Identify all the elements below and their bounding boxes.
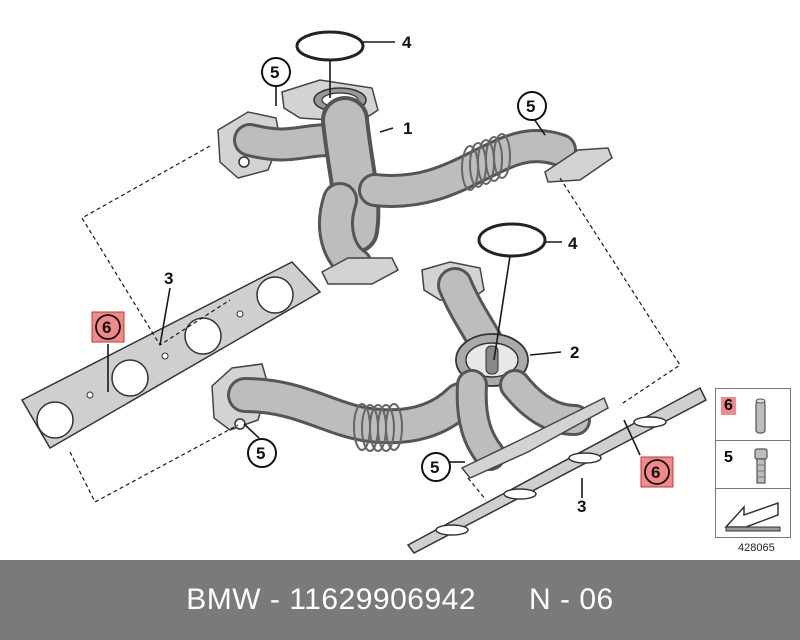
seal-ring-upper bbox=[295, 30, 365, 62]
reference-code: 428065 bbox=[738, 542, 775, 554]
callout-4-upper: 4 bbox=[402, 33, 412, 52]
legend-row-symbol bbox=[715, 488, 791, 538]
sleeve-icon bbox=[755, 398, 766, 434]
svg-text:4: 4 bbox=[568, 234, 578, 253]
callout-1: 1 bbox=[403, 119, 412, 138]
gasket-left bbox=[20, 261, 322, 450]
callout-3-right: 3 bbox=[577, 497, 586, 516]
arrow-plate-icon bbox=[724, 501, 781, 532]
callout-5-top-right: 5 bbox=[517, 91, 547, 121]
seal-ring-lower bbox=[477, 222, 547, 258]
footer-text: BMW - 11629906942 N - 06 bbox=[186, 583, 614, 616]
svg-text:6: 6 bbox=[102, 318, 111, 337]
callout-4-lower: 4 bbox=[568, 234, 578, 253]
svg-text:5: 5 bbox=[256, 444, 265, 463]
callout-5-bottom-mid: 5 bbox=[421, 452, 451, 482]
svg-text:3: 3 bbox=[577, 497, 586, 516]
svg-text:3: 3 bbox=[164, 269, 173, 288]
callout-5-top-left: 5 bbox=[261, 57, 291, 87]
legend-row-stud: 5 bbox=[715, 440, 791, 490]
legend-row-sleeve: 6 bbox=[715, 388, 791, 442]
callout-6-left: 6 bbox=[91, 311, 125, 343]
svg-text:4: 4 bbox=[402, 33, 412, 52]
svg-text:5: 5 bbox=[526, 97, 535, 116]
callout-6-right: 6 bbox=[640, 456, 674, 488]
callout-3-left: 3 bbox=[164, 269, 173, 288]
svg-text:5: 5 bbox=[430, 458, 439, 477]
exhaust-manifold-lower bbox=[211, 261, 609, 479]
part-number-footer: BMW - 11629906942 N - 06 bbox=[0, 560, 800, 640]
stud-icon bbox=[754, 448, 768, 484]
parts-legend-panel: 6 5 bbox=[715, 388, 791, 538]
exhaust-manifold-upper bbox=[217, 79, 613, 285]
legend-number-5: 5 bbox=[724, 449, 733, 466]
callout-2: 2 bbox=[570, 343, 579, 362]
exhaust-manifold-diagram: 1 2 3 3 4 4 5 5 5 5 6 6 bbox=[20, 30, 707, 554]
svg-text:6: 6 bbox=[651, 463, 660, 482]
gasket-right bbox=[406, 386, 707, 554]
legend-number-6: 6 bbox=[721, 397, 736, 415]
svg-text:1: 1 bbox=[403, 119, 412, 138]
callout-5-bottom-left: 5 bbox=[247, 438, 277, 468]
dashed-guides bbox=[69, 145, 681, 503]
svg-text:5: 5 bbox=[270, 63, 279, 82]
svg-text:2: 2 bbox=[570, 343, 579, 362]
